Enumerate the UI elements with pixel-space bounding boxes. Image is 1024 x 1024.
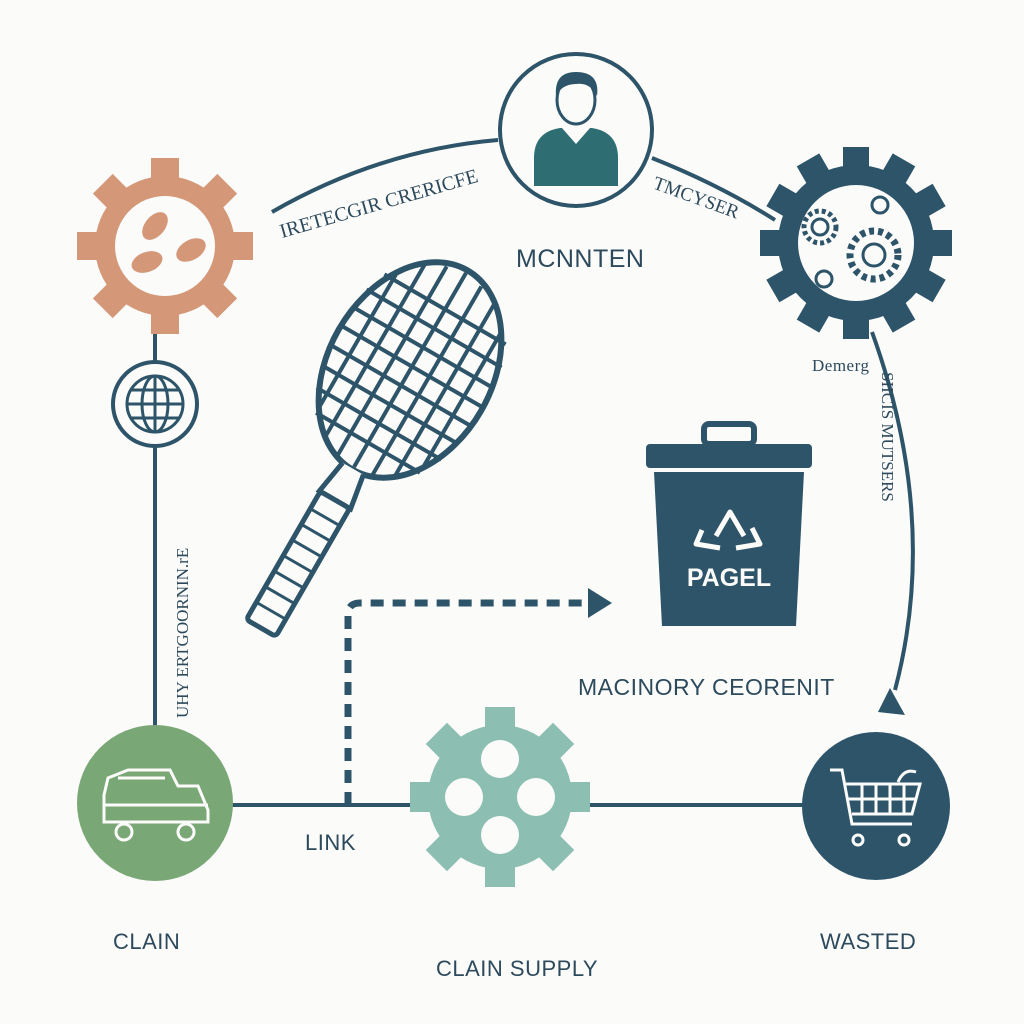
wasted-label: WASTED bbox=[820, 929, 917, 954]
gear-with-seeds-icon bbox=[77, 158, 253, 334]
bin-label: PAGEL bbox=[687, 564, 771, 592]
clain-label: CLAIN bbox=[113, 929, 181, 954]
left-vertical-label: UHY ERTGOORNIN.rE bbox=[173, 548, 192, 718]
truck-icon bbox=[77, 725, 233, 881]
recycle-bin-icon bbox=[646, 421, 812, 626]
arrow-down-right bbox=[878, 688, 905, 715]
gear-with-cogs-icon bbox=[760, 147, 952, 339]
right-vertical-label: SIICIS MUTSERS bbox=[878, 372, 897, 502]
arc-right-down bbox=[870, 331, 915, 691]
arc-top-left bbox=[271, 138, 499, 214]
tennis-racket-icon bbox=[245, 259, 507, 638]
arc-label-left: IRETECGIR CRERICFE bbox=[277, 165, 480, 243]
arc-top-right bbox=[651, 156, 777, 222]
globe-icon bbox=[111, 360, 199, 448]
person-icon bbox=[498, 52, 654, 208]
clain-supply-label: CLAIN SUPPLY bbox=[436, 956, 599, 981]
gear-icon bbox=[410, 707, 590, 887]
machinery-label: MACINORY CEORENIT bbox=[578, 674, 835, 700]
link-label: LINK bbox=[305, 830, 356, 855]
demerg-label: Demerg bbox=[812, 356, 870, 375]
shopping-cart-icon bbox=[802, 732, 950, 880]
dashed-arrow bbox=[344, 588, 612, 805]
monitor-label: MCNNTEN bbox=[516, 245, 645, 273]
arc-label-right: TMCYSER bbox=[650, 173, 742, 224]
